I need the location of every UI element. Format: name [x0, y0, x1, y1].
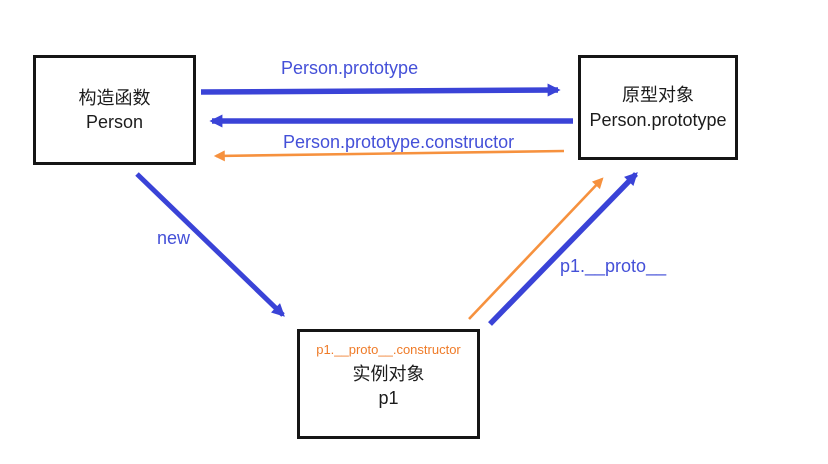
- edge-label-p1-proto: p1.__proto__: [560, 256, 667, 276]
- prototype-box-label-cn: 原型对象: [622, 85, 694, 106]
- constructor-box-label-en: Person: [85, 112, 144, 132]
- instance-box-label-cn: 实例对象: [352, 363, 425, 384]
- constructor-box: 构造函数 Person: [33, 55, 196, 165]
- instance-box-proto-constructor-note: p1.__proto__.constructor: [316, 342, 461, 357]
- prototype-box-label-en: Person.prototype: [589, 109, 727, 130]
- arrow-prototype-constructor-orange: [213, 149, 565, 162]
- arrow-new: [135, 172, 285, 317]
- arrow-p1-proto: [488, 172, 638, 326]
- instance-box-label-en: p1: [378, 387, 399, 408]
- prototype-box: 原型对象 Person.prototype: [578, 55, 738, 160]
- constructor-box-label-cn: 构造函数: [78, 87, 151, 108]
- edge-label-new: new: [157, 228, 191, 248]
- edge-label-person-prototype: Person.prototype: [281, 58, 419, 78]
- arrow-p1-proto-constructor: [468, 177, 604, 320]
- edge-label-prototype-constructor: Person.prototype.constructor: [283, 132, 515, 152]
- arrow-person-prototype: [200, 83, 561, 97]
- instance-box: p1.__proto__.constructor 实例对象 p1: [297, 329, 480, 439]
